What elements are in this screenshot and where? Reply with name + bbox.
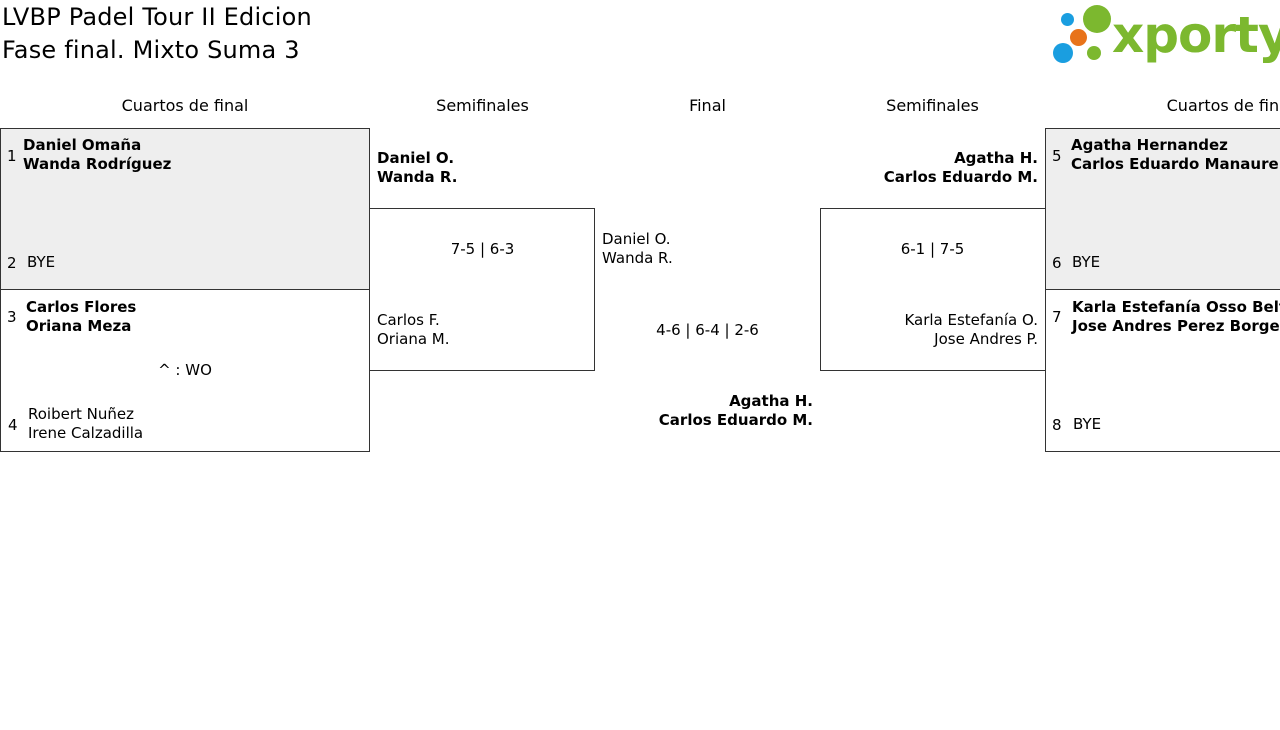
seed-number: 2 xyxy=(7,254,17,272)
page-title-line1: LVBP Padel Tour II Edicion xyxy=(2,3,312,31)
player-name: Roibert Nuñez xyxy=(28,405,134,423)
player-name: BYE xyxy=(1072,253,1101,271)
xporty-logo: xporty xyxy=(1050,2,1280,70)
player-name: Carlos F. xyxy=(377,311,440,329)
right-quarters-panel: 5 Agatha Hernandez Carlos Eduardo Manaur… xyxy=(1045,128,1280,452)
player-name: Jose Andres Perez Borges xyxy=(1072,317,1280,335)
col-header-semis-right: Semifinales xyxy=(886,96,979,115)
match-score: ^ : WO xyxy=(158,361,212,379)
match-score: 6-1 | 7-5 xyxy=(900,240,965,258)
player-name: Wanda Rodríguez xyxy=(23,155,172,173)
player-name: Agatha H. xyxy=(954,149,1038,167)
player-name: Daniel O. xyxy=(377,149,455,167)
col-header-quarters-right: Cuartos de final xyxy=(1166,96,1280,115)
logo-dot-green xyxy=(1083,5,1111,33)
col-header-semis-left: Semifinales xyxy=(436,96,529,115)
player-name: Oriana Meza xyxy=(26,317,132,335)
match-box-sf-left xyxy=(369,208,595,371)
player-name: Daniel O. xyxy=(602,230,671,248)
seed-number: 3 xyxy=(7,308,17,326)
col-header-final: Final xyxy=(689,96,726,115)
logo-dot-blue-small xyxy=(1061,13,1074,26)
logo-text: xporty xyxy=(1112,6,1280,64)
player-name: Carlos Eduardo M. xyxy=(883,168,1038,186)
seed-number: 7 xyxy=(1052,308,1062,326)
match-box-qf4 xyxy=(1045,289,1280,452)
seed-number: 6 xyxy=(1052,254,1062,272)
seed-number: 8 xyxy=(1052,416,1062,434)
player-name: Oriana M. xyxy=(377,330,450,348)
player-name: Wanda R. xyxy=(602,249,673,267)
logo-dot-green-small xyxy=(1087,46,1101,60)
player-name: Karla Estefanía O. xyxy=(904,311,1038,329)
player-name: Jose Andres P. xyxy=(934,330,1038,348)
match-box-qf3 xyxy=(1045,128,1280,290)
player-name: Agatha Hernandez xyxy=(1071,136,1228,154)
player-name: Agatha H. xyxy=(729,392,813,410)
match-score: 4-6 | 6-4 | 2-6 xyxy=(656,321,759,339)
logo-dot-blue-large xyxy=(1053,43,1073,63)
match-score: 7-5 | 6-3 xyxy=(450,240,515,258)
player-name: Karla Estefanía Osso Belfort xyxy=(1072,298,1280,316)
player-name: Daniel Omaña xyxy=(23,136,142,154)
match-box-qf1 xyxy=(0,128,370,290)
logo-dot-orange xyxy=(1070,29,1087,46)
page-title-line2: Fase final. Mixto Suma 3 xyxy=(2,36,300,64)
player-name: Carlos Eduardo Manaure Sir xyxy=(1071,155,1280,173)
player-name: Wanda R. xyxy=(377,168,458,186)
player-name: Irene Calzadilla xyxy=(28,424,144,442)
player-name: Carlos Eduardo M. xyxy=(658,411,813,429)
seed-number: 1 xyxy=(7,147,17,165)
player-name: BYE xyxy=(27,253,56,271)
col-header-quarters-left: Cuartos de final xyxy=(121,96,249,115)
player-name: Carlos Flores xyxy=(26,298,137,316)
seed-number: 4 xyxy=(8,416,18,434)
seed-number: 5 xyxy=(1052,147,1062,165)
player-name: BYE xyxy=(1073,415,1102,433)
